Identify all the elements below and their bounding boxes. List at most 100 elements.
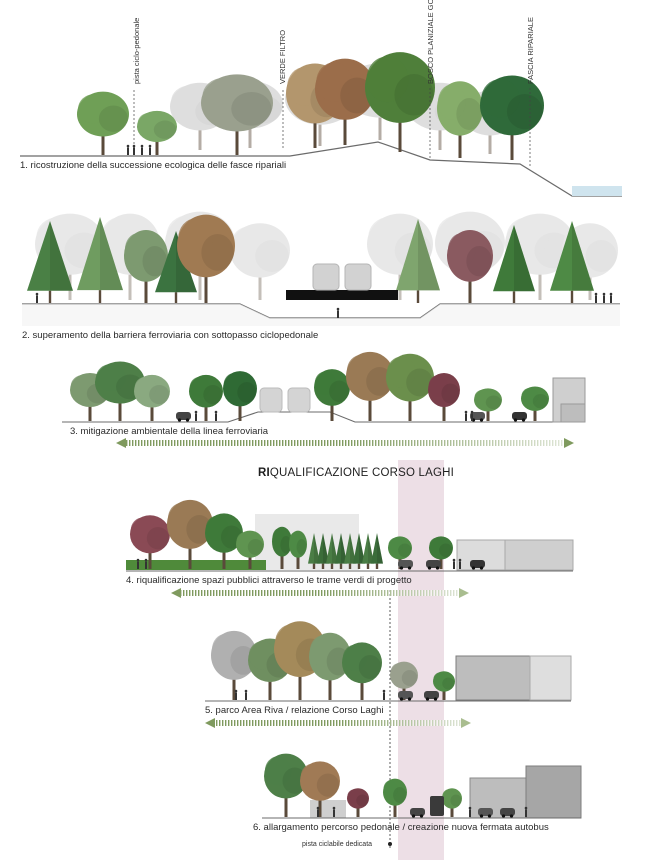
section-1-caption: 1. ricostruzione della successione ecolo… — [20, 160, 286, 171]
tree — [326, 533, 338, 569]
section-3-trees — [70, 351, 549, 421]
bottom-label: pista ciclabile dedicata — [302, 841, 372, 848]
person — [316, 806, 320, 817]
tree — [437, 81, 483, 158]
tree — [383, 778, 407, 817]
person — [524, 806, 528, 817]
section-2-trees — [27, 214, 594, 303]
section-3-train-car-right — [287, 387, 311, 413]
section-2-caption: 2. superamento della barriera ferroviari… — [22, 330, 318, 341]
tree — [447, 230, 493, 303]
tree — [177, 214, 235, 303]
tree — [429, 536, 453, 569]
people-silhouettes — [35, 144, 613, 817]
person — [468, 806, 472, 817]
tree — [308, 533, 320, 569]
section-1-trees — [77, 52, 544, 160]
section-5-green-arrow — [205, 718, 471, 728]
person — [148, 144, 152, 155]
river-water — [572, 186, 622, 196]
person — [602, 292, 606, 303]
tree — [346, 351, 394, 421]
section-5-caption: 5. parco Area Riva / relazione Corso Lag… — [205, 705, 384, 716]
tree — [362, 533, 374, 569]
tree — [442, 788, 462, 817]
tree — [272, 526, 292, 569]
tree — [371, 533, 383, 569]
section-3-caption: 3. mitigazione ambientale della linea fe… — [70, 426, 269, 437]
main-title-rest: QUALIFICAZIONE CORSO LAGHI — [270, 467, 454, 479]
tree — [309, 632, 351, 700]
tree — [167, 499, 213, 569]
tree — [317, 533, 329, 569]
tree — [390, 661, 418, 700]
person — [609, 292, 613, 303]
car — [478, 808, 493, 818]
section-6: 6. allargamento percorso pedonale / crea… — [253, 753, 582, 848]
section-4-lawn — [126, 560, 266, 570]
tree — [428, 373, 460, 421]
section-3-train-car-left — [259, 387, 283, 413]
tree — [433, 671, 455, 700]
tree — [27, 221, 73, 303]
tree — [130, 515, 170, 569]
bike-lane-marker — [388, 842, 392, 846]
person — [336, 307, 340, 318]
tree — [474, 388, 502, 421]
section-4-green-arrow — [171, 588, 469, 598]
section-4: 4. riqualificazione spazi pubblici attra… — [126, 499, 574, 598]
tree — [315, 58, 375, 145]
section-1: pista ciclo-pedonale verde filtro bosco … — [20, 0, 622, 197]
train-car-left — [312, 263, 340, 291]
person — [234, 689, 238, 700]
section-3: 3. mitigazione ambientale della linea fe… — [62, 351, 586, 448]
car — [398, 691, 413, 701]
label-riparian-strip: fascia ripariale — [526, 17, 535, 84]
tree — [230, 223, 290, 300]
person — [382, 689, 386, 700]
section-4-cars — [398, 560, 485, 570]
tree — [521, 386, 549, 421]
person — [194, 410, 198, 421]
tree — [289, 530, 307, 569]
tree — [493, 225, 535, 303]
tree — [205, 513, 243, 569]
section-4-caption: 4. riqualificazione spazi pubblici attra… — [126, 575, 412, 586]
tree — [335, 533, 347, 569]
person — [126, 144, 130, 155]
person — [470, 410, 474, 421]
section-2: 2. superamento della barriera ferroviari… — [22, 211, 620, 341]
person — [132, 144, 136, 155]
section-6-caption: 6. allargamento percorso pedonale / crea… — [253, 822, 549, 833]
train-car-right — [344, 263, 372, 291]
tree — [342, 642, 382, 700]
person — [35, 292, 39, 303]
tree — [124, 230, 168, 303]
person — [594, 292, 598, 303]
main-title: RIQUALIFICAZIONE CORSO LAGHI — [258, 467, 454, 479]
section-5-trees — [211, 621, 455, 700]
tree — [347, 788, 369, 817]
car — [500, 808, 515, 818]
person — [214, 410, 218, 421]
person — [464, 410, 468, 421]
tree — [134, 374, 170, 421]
main-title-bold: RI — [258, 467, 270, 479]
tree — [223, 371, 257, 421]
person — [458, 558, 462, 569]
section-5: 5. parco Area Riva / relazione Corso Lag… — [205, 621, 572, 728]
tree — [386, 353, 434, 421]
car — [512, 412, 527, 422]
label-filter-green: verde filtro — [278, 30, 287, 84]
car — [176, 412, 191, 422]
tree — [344, 533, 356, 569]
label-bike-path: pista ciclo-pedonale — [132, 18, 141, 84]
tree — [300, 761, 340, 817]
tree — [396, 219, 440, 303]
tree — [201, 74, 273, 155]
car — [470, 560, 485, 570]
car — [398, 560, 413, 570]
tree — [236, 530, 264, 569]
car — [426, 560, 441, 570]
